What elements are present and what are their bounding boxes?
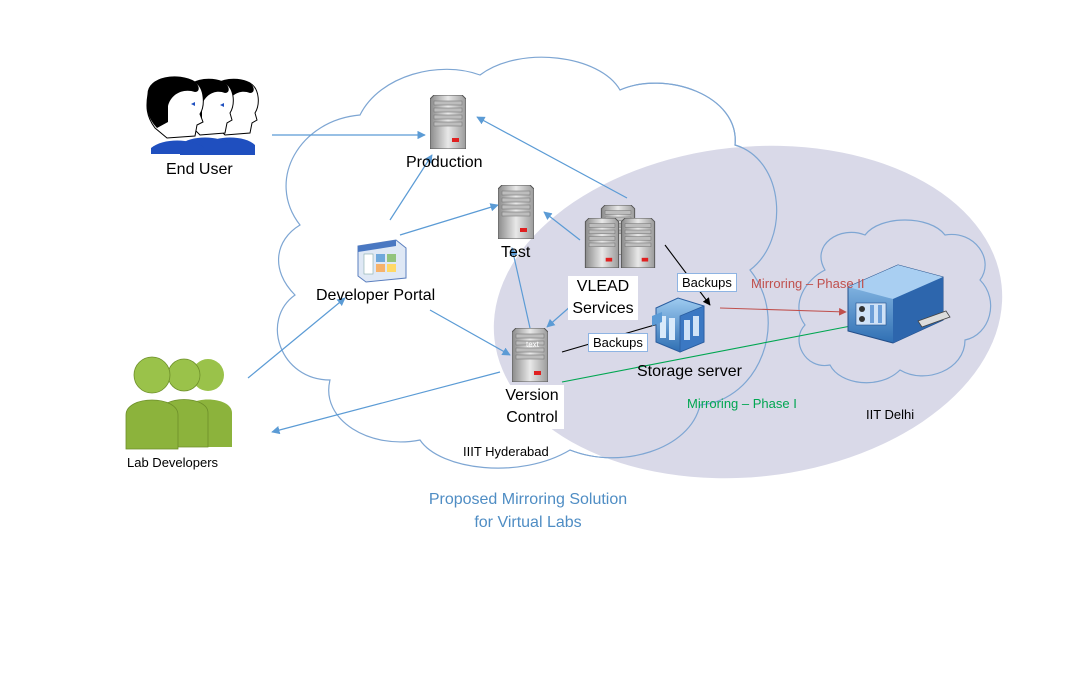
mirroring-phase2-label: Mirroring – Phase II xyxy=(751,276,865,291)
vlead-line1: VLEAD xyxy=(576,278,630,295)
developer-portal-label: Developer Portal xyxy=(316,287,436,304)
vlead-line2: Services xyxy=(572,300,634,317)
production-server-icon xyxy=(430,95,466,149)
test-server-icon xyxy=(498,185,534,239)
end-user-icon xyxy=(146,76,259,155)
lab-developers-label: Lab Developers xyxy=(127,455,219,470)
iiit-hyderabad-label: IIIT Hyderabad xyxy=(463,444,549,459)
production-label: Production xyxy=(406,154,483,171)
mirroring-phase1-label: Mirroring – Phase I xyxy=(687,396,797,411)
backups-bottom-label: Backups xyxy=(588,333,648,352)
caption-line1: Proposed Mirroring Solution xyxy=(428,491,628,508)
caption-line2: for Virtual Labs xyxy=(474,514,582,531)
developer-portal-icon xyxy=(357,239,407,283)
diagram-caption: Proposed Mirroring Solution for Virtual … xyxy=(403,488,653,534)
storage-server-icon xyxy=(652,297,705,353)
delhi-cloud xyxy=(798,219,992,384)
version-control-server-icon xyxy=(512,328,548,382)
storage-server-label: Storage server xyxy=(637,363,742,380)
version-line2: Control xyxy=(506,409,558,426)
backups-top-label: Backups xyxy=(677,273,737,292)
iit-delhi-label: IIT Delhi xyxy=(866,407,915,422)
end-user-label: End User xyxy=(166,161,233,178)
lab-developers-icon xyxy=(125,356,232,450)
version-line1: Version xyxy=(505,387,559,404)
version-control-label: Version Control xyxy=(500,385,564,429)
vlead-services-label: VLEAD Services xyxy=(568,276,638,320)
server-screen-text: text xyxy=(526,340,539,349)
test-label: Test xyxy=(501,244,531,261)
delhi-server-icon xyxy=(847,264,951,344)
